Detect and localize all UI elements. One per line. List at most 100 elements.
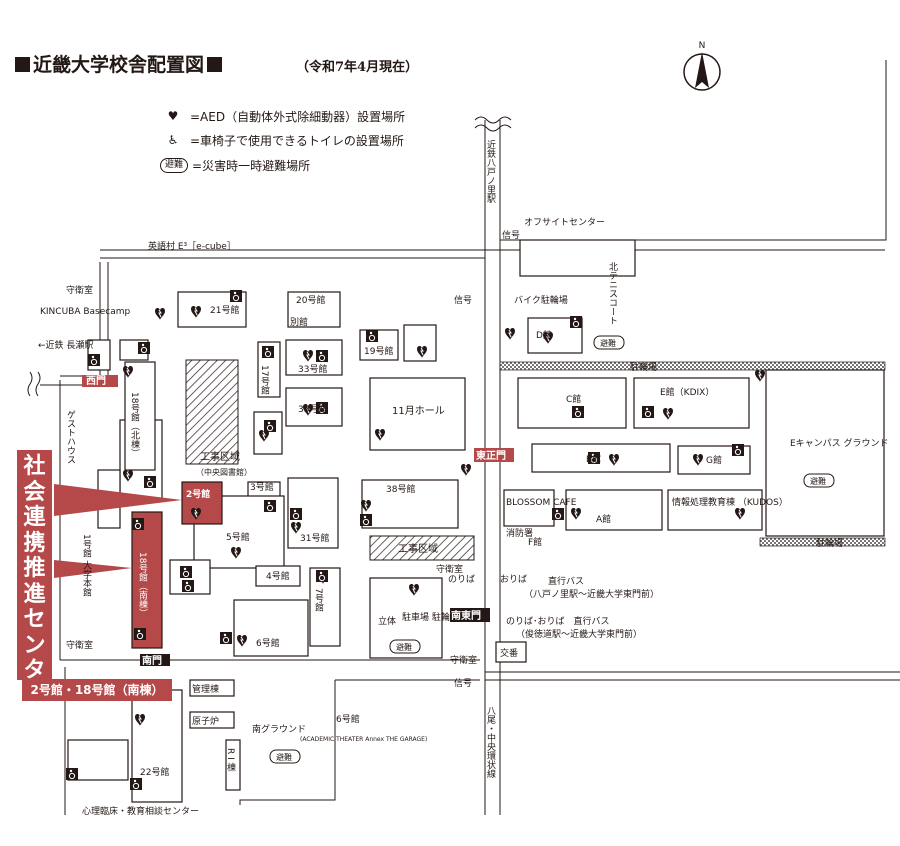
aed-icon: ♥ [167, 108, 179, 123]
label-b17: 17号館 [259, 365, 270, 395]
wheelchair-toilet-icon: ♿ [167, 132, 179, 147]
svg-text:N: N [699, 41, 706, 51]
label-koban: 交番 [500, 647, 518, 659]
label-b21: 21号館 [210, 304, 239, 316]
label-b3: 3号館 [250, 481, 274, 493]
label-bus-2b: （俊徳道駅〜近畿大学東門前） [516, 628, 642, 640]
label-e-campus: Eキャンパス グラウンド [790, 437, 889, 449]
legend-wheelchair: ♿ =車椅子で使用できるトイレの設置場所 [160, 132, 404, 149]
label-b39: 39号館 [298, 403, 327, 415]
label-kanri: 管理棟 [192, 683, 219, 695]
label-d: D館 [536, 329, 552, 341]
label-b11: 11月ホール [392, 405, 445, 417]
label-chusha: 駐車場 駐輪場 [402, 611, 459, 623]
label-chuo-toshokan: （中央図書館） [196, 467, 252, 477]
label-signal-2: 信号 [454, 294, 472, 306]
label-kita-tesco: 北テニスコート [607, 262, 618, 325]
minamihigashi-gate [450, 608, 490, 622]
label-kouji-1: 工事区域 [200, 450, 240, 463]
evac-4: 避難 [276, 752, 292, 762]
label-guard-se: 守衛室 [450, 654, 477, 666]
label-b2: 2号館 [186, 488, 210, 500]
callout-pointer-18 [54, 560, 132, 578]
label-signal-1: 信号 [502, 229, 520, 241]
label-f: F館 [528, 536, 542, 548]
label-b20-annex: 別館 [290, 316, 308, 328]
legend-wheelchair-text: =車椅子で使用できるトイレの設置場所 [190, 134, 404, 148]
buildings [67, 239, 763, 803]
label-e: E館（KDIX） [660, 386, 714, 398]
label-blossom: BLOSSOM CAFE [506, 498, 577, 508]
nishimon-gate [82, 375, 118, 387]
label-b: B館 [586, 453, 601, 465]
label-b18n: 18号館（北棟） [129, 392, 140, 457]
label-parking-2: 駐輪場 [816, 537, 843, 549]
evac-1: 避難 [600, 338, 616, 348]
label-guard-west: 守衛室 [66, 284, 93, 296]
callout-sub: 2号館・18号館（南棟） [22, 679, 172, 701]
label-shinri: 心理臨床・教育相談センター [82, 805, 199, 817]
label-shobo: 消防署 [506, 527, 533, 539]
label-b1: 1号館 大学本館 [81, 534, 92, 598]
legend-aed: ♥ =AED（自動体外式除細動器）設置場所 [160, 108, 405, 125]
label-minami: 南門 [142, 654, 162, 667]
label-guard-south: 守衛室 [66, 639, 93, 651]
construction-zone-2 [369, 535, 475, 561]
label-b7: 7号館 [313, 588, 324, 613]
label-nagase: ←近鉄 長瀬駅 [38, 339, 93, 351]
label-b4: 4号館 [266, 570, 290, 582]
label-c: C館 [566, 393, 581, 405]
higashi-gate [474, 448, 514, 462]
label-rittai: 立体 [378, 615, 396, 627]
label-kouji-2: 工事区域 [398, 542, 438, 555]
evac-3: 避難 [396, 642, 412, 652]
label-offsite: オフサイトセンター [524, 217, 605, 228]
railway-north [499, 361, 886, 371]
evac-2: 避難 [810, 476, 826, 486]
label-hachio: 八尾・中央環状線 [485, 706, 496, 778]
label-b6-garage: 6号館 [336, 713, 360, 725]
e-campus-ground [765, 369, 885, 537]
label-r: R I 棟 [225, 748, 236, 773]
social-collaboration-center-callout: 社会連携推進センター 2号館・18号館（南棟） [12, 450, 172, 709]
label-b6-garage-sub: (ACADEMIC THEATER Annex THE GARAGE) [300, 736, 427, 743]
map-subtitle: （令和7年4月現在） [296, 60, 419, 75]
label-minami-ground: 南グラウンド [252, 723, 306, 735]
label-higashi: 東正門 [476, 449, 506, 462]
label-kintetsu-yaeno: 近鉄八戸ノ里駅 [485, 139, 496, 204]
label-b38: 38号館 [386, 483, 415, 495]
label-guard-s2: 守衛室 [436, 563, 463, 575]
label-b6: 6号館 [256, 637, 280, 649]
label-noriba: のりば [448, 574, 475, 585]
railway-south [759, 537, 886, 547]
minami-gate [140, 654, 170, 666]
label-e-cube: 英語村 E³［e-cube］ [148, 240, 236, 252]
label-b31: 31号館 [300, 532, 329, 544]
legend-evacuation: 避難 =災害時一時避難場所 [160, 157, 310, 174]
label-bike: バイク駐輪場 [514, 294, 568, 306]
label-bus-1b: （八戸ノ里駅〜近畿大学東門前） [524, 588, 659, 600]
legend-aed-text: =AED（自動体外式除細動器）設置場所 [190, 110, 406, 124]
label-g: G館 [706, 454, 722, 466]
label-b18s: 18号館（南棟） [137, 552, 148, 617]
label-nishimon: 西門 [86, 375, 106, 387]
label-signal-3: 信号 [454, 677, 472, 689]
callout-pointer-2 [54, 484, 182, 516]
construction-zone-1 [185, 359, 239, 465]
legend-evacuation-text: =災害時一時避難場所 [192, 159, 311, 173]
label-oriba: おりば [500, 574, 527, 585]
label-b33: 33号館 [298, 363, 327, 375]
label-b20: 20号館 [296, 294, 325, 306]
building-2[interactable] [181, 481, 223, 525]
label-bus-2: のりば･おりば 直行バス [506, 615, 610, 627]
label-kincuba: KINCUBA Basecamp [40, 307, 130, 317]
label-joho: 情報処理教育棟 （KUDOS） [672, 496, 788, 508]
label-genshiro: 原子炉 [192, 715, 219, 727]
north-arrow-icon: N [683, 41, 721, 91]
label-b5: 5号館 [226, 531, 250, 543]
label-parking-1: 駐輪場 [630, 361, 657, 373]
building-18-south[interactable] [131, 511, 163, 649]
label-a: A館 [596, 513, 611, 525]
label-guesthouse: ゲストハウス [65, 410, 76, 464]
